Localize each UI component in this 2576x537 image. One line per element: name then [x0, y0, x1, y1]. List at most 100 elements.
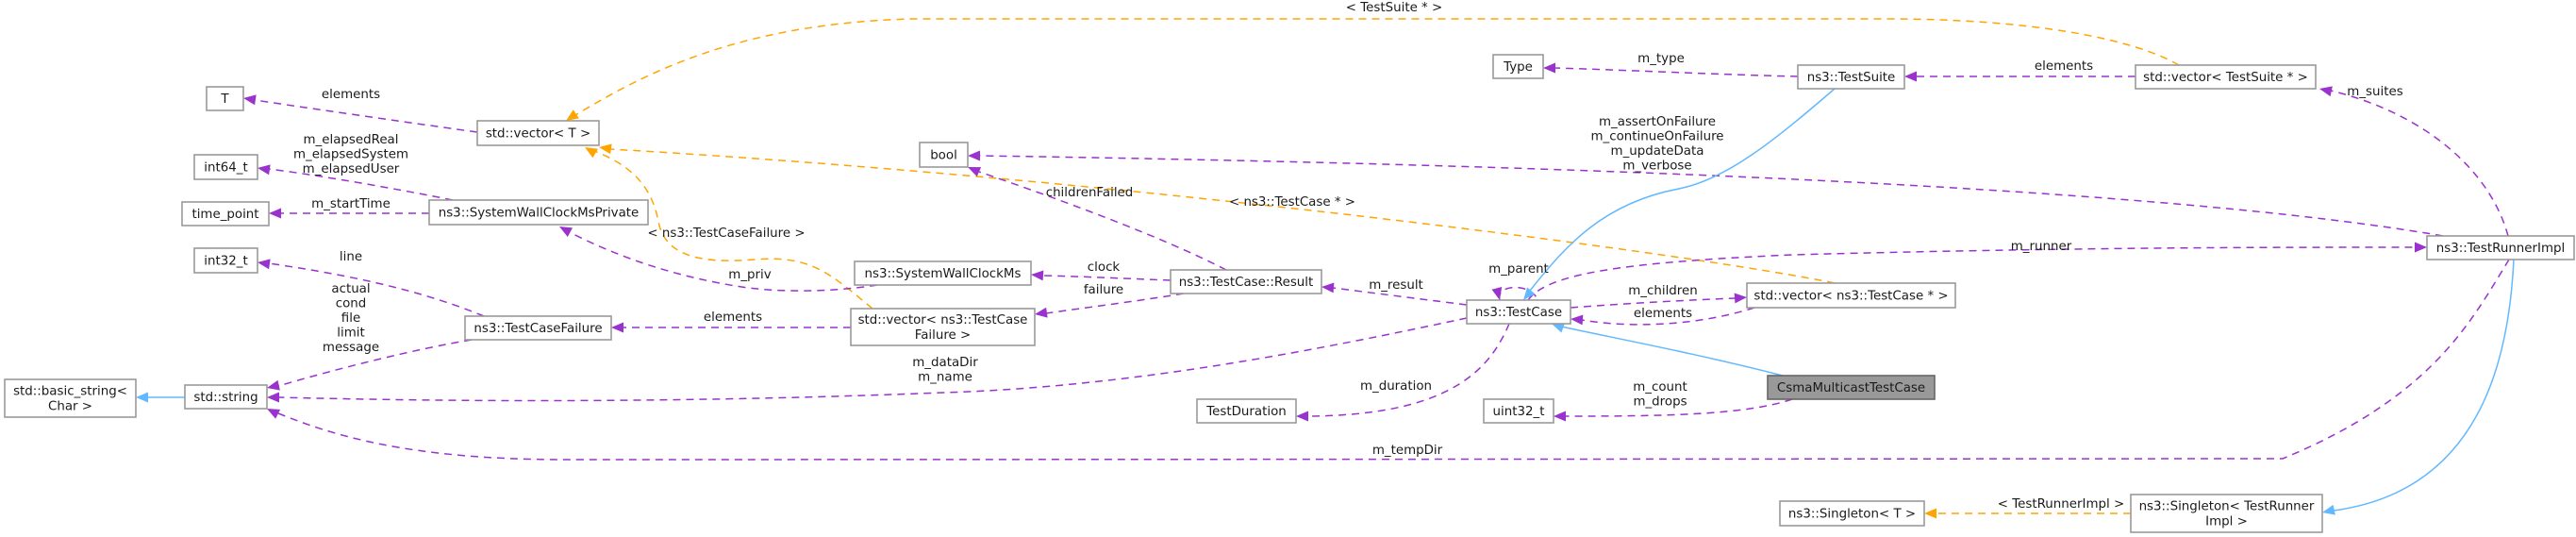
node-box	[2135, 64, 2317, 90]
node-label: ns3::TestCase	[1475, 306, 1562, 320]
arrowhead-icon	[1552, 323, 1566, 333]
edge-label: < TestRunnerImpl >	[1998, 497, 2124, 512]
node-bool[interactable]: bool	[919, 142, 969, 168]
arrowhead-icon	[1321, 282, 1335, 294]
node-uint32-t[interactable]: uint32_t	[1483, 398, 1554, 424]
edge-label: m_continueOnFailure	[1590, 130, 1723, 144]
edge-line	[1554, 67, 1799, 77]
node-box	[193, 154, 258, 180]
node-box	[1767, 375, 1936, 400]
edge-tc-string	[267, 317, 1468, 403]
edge-label: m_startTime	[311, 197, 391, 211]
node-label: TestDuration	[1205, 405, 1287, 419]
node-label: int64_t	[204, 161, 247, 176]
edge-line	[268, 262, 485, 317]
edge-label: childrenFailed	[1046, 186, 1134, 200]
edge-labels-layer: elements m_elapsedRealm_elapsedSystemm_el…	[293, 1, 2403, 512]
edge-vtcf-tcf	[611, 322, 851, 333]
arrowhead-icon	[267, 409, 281, 419]
edge-label: m_elapsedSystem	[293, 148, 408, 162]
node-box	[2130, 494, 2323, 533]
edge-ts-tc	[1523, 88, 1836, 300]
edge-line	[277, 259, 2510, 461]
edge-label: elements	[322, 88, 380, 102]
edge-label: file	[341, 311, 360, 326]
node-int32-t[interactable]: int32_t	[193, 247, 258, 274]
node-label: ns3::TestRunnerImpl	[2436, 242, 2566, 256]
edge-label: m_verbose	[1622, 159, 1691, 174]
node-basic-string[interactable]: std::basic_string<Char >	[4, 378, 137, 418]
node-box	[1492, 54, 1544, 79]
edge-tc-self	[1491, 286, 1538, 301]
node-time-point[interactable]: time_point	[181, 201, 270, 227]
edge-tc-duration	[1296, 323, 1510, 422]
node-swcm[interactable]: ns3::SystemWallClockMs	[854, 260, 1032, 286]
node-testcasefailure[interactable]: ns3::TestCaseFailure	[464, 315, 612, 341]
arrowhead-icon	[1543, 62, 1555, 74]
arrowhead-icon	[585, 147, 599, 159]
edge-csma-tc	[1552, 323, 1784, 377]
edge-label: limit	[337, 327, 364, 341]
node-box	[1797, 64, 1905, 90]
arrowhead-icon	[2415, 242, 2427, 253]
edge-label: < TestSuite * >	[1346, 1, 1442, 15]
edge-label: elements	[2035, 59, 2093, 74]
node-box	[1483, 398, 1554, 424]
node-vector-T[interactable]: std::vector< T >	[476, 120, 600, 146]
node-box	[206, 86, 244, 111]
node-label: ns3::Singleton< T >	[1788, 508, 1916, 522]
node-box	[854, 260, 1032, 286]
node-testrunnerimpl[interactable]: ns3::TestRunnerImpl	[2426, 235, 2575, 260]
edge-label: elements	[1634, 307, 1692, 321]
node-swcm-private[interactable]: ns3::SystemWallClockMsPrivate	[428, 199, 649, 226]
node-result[interactable]: ns3::TestCase::Result	[1170, 269, 1322, 294]
node-string[interactable]: std::string	[184, 384, 268, 410]
arrowhead-icon	[566, 109, 579, 121]
edge-label: m_drops	[1633, 395, 1687, 410]
edge-label: clock	[1088, 260, 1121, 275]
node-label: ns3::TestCase::Result	[1179, 276, 1314, 290]
edge-string-basic	[136, 392, 185, 403]
node-vector-ts[interactable]: std::vector< TestSuite * >	[2135, 64, 2317, 90]
node-box	[1779, 500, 1925, 527]
edge-label: failure	[1084, 283, 1123, 297]
edge-line	[2333, 259, 2515, 512]
edge-vts-vecT	[566, 18, 2180, 121]
edge-label: m_elapsedReal	[304, 133, 399, 147]
node-int64-t[interactable]: int64_t	[193, 154, 258, 180]
edge-line	[1529, 88, 1836, 292]
arrowhead-icon	[1491, 287, 1503, 300]
node-testcase[interactable]: ns3::TestCase	[1466, 299, 1571, 325]
edge-tri-bool	[968, 150, 2444, 237]
arrowhead-icon	[269, 208, 281, 219]
edge-line	[574, 18, 2180, 116]
node-csma[interactable]: CsmaMulticastTestCase	[1767, 375, 1936, 400]
arrowhead-icon	[267, 392, 279, 403]
node-testduration[interactable]: TestDuration	[1196, 398, 1297, 424]
arrowhead-icon	[258, 259, 271, 270]
node-vector-tcf[interactable]: std::vector< ns3::TestCaseFailure >	[850, 308, 1036, 346]
edge-line	[1306, 323, 1510, 417]
node-label: Type	[1503, 60, 1533, 75]
node-vector-tc[interactable]: std::vector< ns3::TestCase * >	[1746, 282, 1956, 309]
node-label: int32_t	[204, 255, 247, 269]
edge-label: m_type	[1637, 52, 1685, 66]
edge-sing-singT	[1924, 508, 2131, 519]
node-T[interactable]: T	[206, 86, 244, 111]
node-box	[2426, 235, 2575, 260]
node-singleton-tri[interactable]: ns3::Singleton< TestRunnerImpl >	[2130, 494, 2323, 533]
edge-label: < ns3::TestCaseFailure >	[647, 227, 805, 241]
arrowhead-icon	[968, 150, 980, 161]
arrowhead-icon	[2319, 86, 2333, 97]
node-label: bool	[930, 149, 957, 163]
edge-tcf-string	[267, 339, 473, 391]
node-type[interactable]: Type	[1492, 54, 1544, 79]
edge-label: m_children	[1628, 284, 1697, 298]
edge-label: m_elapsedUser	[303, 162, 400, 176]
node-label: T	[220, 92, 229, 107]
arrowhead-icon	[136, 392, 148, 403]
node-singleton-T[interactable]: ns3::Singleton< T >	[1779, 500, 1925, 527]
edge-label: m_result	[1369, 278, 1423, 293]
node-testsuite[interactable]: ns3::TestSuite	[1797, 64, 1905, 90]
edge-line	[1570, 297, 1737, 309]
